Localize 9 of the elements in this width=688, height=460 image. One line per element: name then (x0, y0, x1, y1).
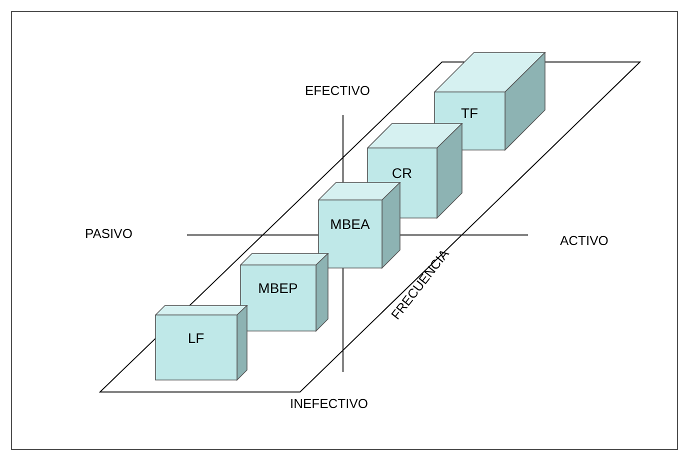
axis-label: PASIVO (85, 226, 132, 241)
axis-label: EFECTIVO (305, 83, 370, 98)
axis-label: INEFECTIVO (290, 396, 368, 411)
cube-label: LF (188, 330, 204, 346)
cube-label: TF (460, 104, 478, 120)
cube-label: MBEA (330, 216, 370, 232)
axis-label: ACTIVO (560, 233, 608, 248)
cube-label: CR (392, 164, 412, 180)
cube-label: MBEP (258, 280, 298, 296)
